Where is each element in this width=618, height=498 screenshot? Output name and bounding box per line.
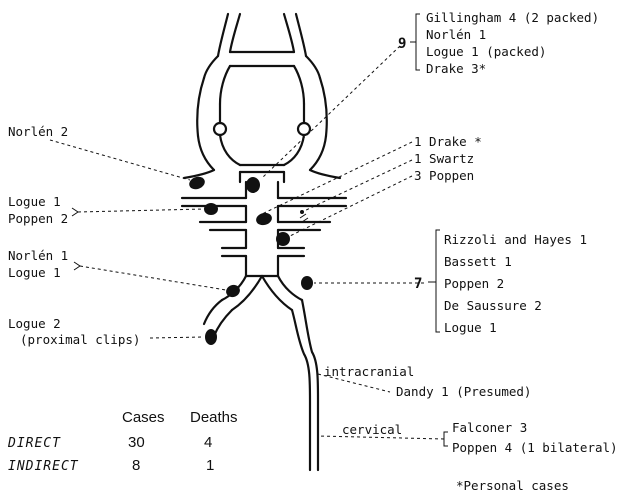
header-deaths: Deaths [190,409,238,426]
label-swartz-1: 1 Swartz [414,151,474,166]
header-cases: Cases [122,409,165,426]
count-9: 9 [398,36,406,52]
label-norlen-2: Norlén 2 [8,124,68,139]
labels: 9 Gillingham 4 (2 packed) Norlén 1 Logue… [8,10,618,493]
label-poppen-3: 3 Poppen [414,168,474,183]
label-poppen-2-a: Poppen 2 [8,211,68,226]
label-logue-1-c: Logue 1 [444,320,497,335]
label-poppen-4: Poppen 4 (1 bilateral) [452,440,618,455]
label-gillingham: Gillingham 4 (2 packed) [426,10,599,25]
label-logue-1-b: Logue 1 [8,265,61,280]
label-drake-3: Drake 3* [426,61,486,76]
label-cervical: cervical [342,422,402,437]
label-poppen-2-b: Poppen 2 [444,276,504,291]
leader-lines [50,14,448,446]
label-logue-1-a: Logue 1 [8,194,61,209]
label-de-saussure: De Saussure 2 [444,298,542,313]
label-dandy: Dandy 1 (Presumed) [396,384,531,399]
row-indirect-label: INDIRECT [8,459,79,474]
label-norlen-1-b: Norlén 1 [8,248,68,263]
summary-table: Cases Deaths DIRECT 30 4 INDIRECT 8 1 [7,409,238,474]
label-logue-packed: Logue 1 (packed) [426,44,546,59]
label-norlen-1-top: Norlén 1 [426,27,486,42]
row-direct-deaths: 4 [204,434,212,451]
circle-of-willis [182,14,346,470]
label-drake-1: 1 Drake * [414,134,482,149]
count-7: 7 [414,276,422,292]
label-proximal-clips: (proximal clips) [20,332,140,347]
row-direct-cases: 30 [128,434,145,451]
label-logue-2: Logue 2 [8,316,61,331]
label-bassett: Bassett 1 [444,254,512,269]
row-indirect-cases: 8 [132,457,140,474]
label-intracranial: intracranial [324,364,414,379]
row-indirect-deaths: 1 [206,457,214,474]
label-falconer: Falconer 3 [452,420,527,435]
label-rizzoli: Rizzoli and Hayes 1 [444,232,587,247]
label-personal-cases: *Personal cases [456,478,569,493]
row-direct-label: DIRECT [7,436,61,451]
